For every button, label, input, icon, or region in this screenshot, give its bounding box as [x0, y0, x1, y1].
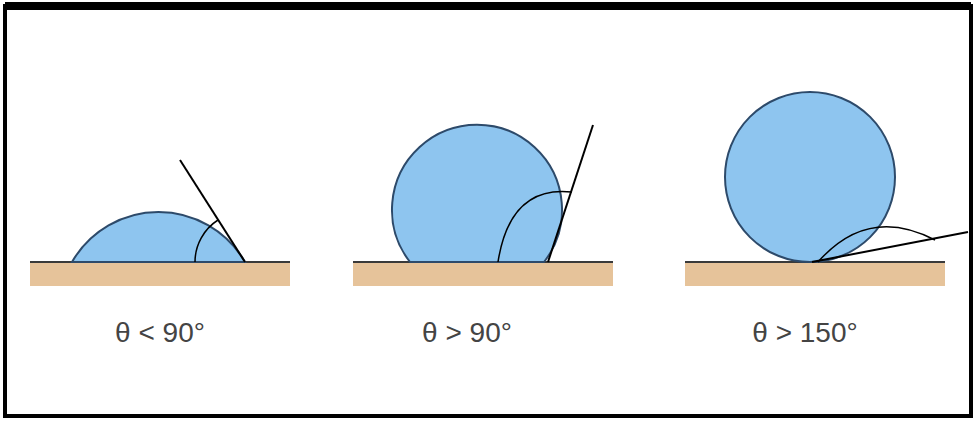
water-droplet [725, 92, 895, 262]
substrate [30, 262, 290, 286]
angle-label: θ > 90° [422, 318, 512, 349]
tangent-line [812, 232, 968, 262]
tangent-line [548, 125, 593, 262]
substrate [353, 262, 613, 286]
angle-arc [818, 227, 935, 262]
angle-arc [498, 191, 572, 262]
angle-label: θ > 150° [752, 318, 857, 349]
water-droplet [392, 125, 562, 262]
tangent-line [180, 160, 245, 262]
angle-arc [195, 220, 218, 262]
substrate [685, 262, 945, 286]
angle-label: θ < 90° [115, 318, 205, 349]
frame [5, 6, 971, 416]
frame-top [5, 2, 971, 10]
